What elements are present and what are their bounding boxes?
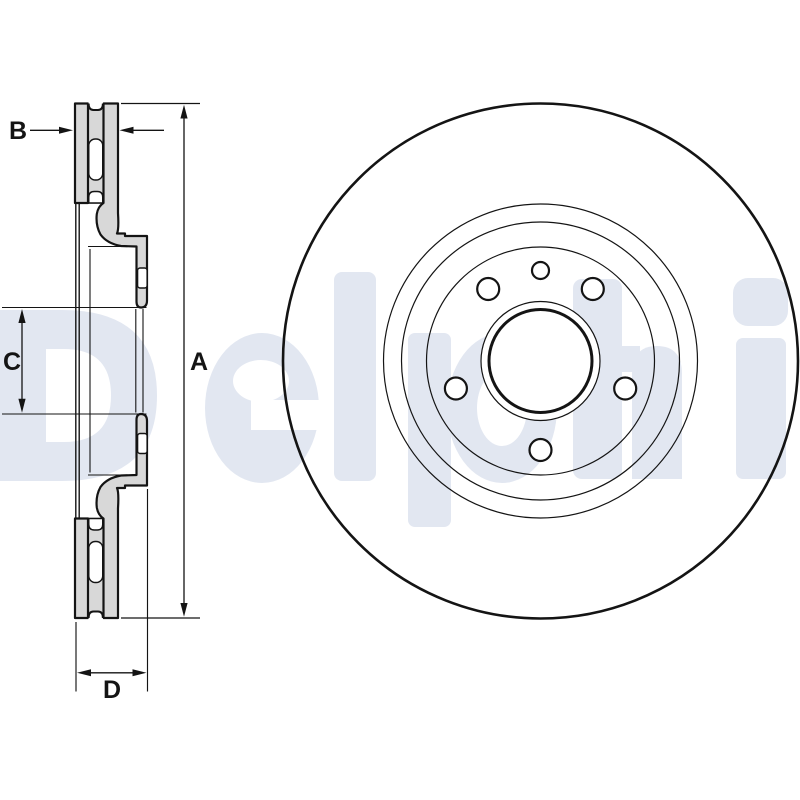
bolt-hole (580, 276, 605, 302)
cross-section-view (73, 102, 149, 620)
front-view (281, 102, 800, 620)
top-edge-notch (87, 103, 104, 111)
watermark-letter-l (334, 272, 376, 481)
vent-slot (88, 540, 104, 584)
bolt-hole (528, 437, 553, 463)
dimension-label-d: D (103, 676, 121, 704)
watermark-letter-p (408, 333, 451, 527)
friction-ring-circle-1 (382, 203, 699, 519)
pilot-hole (530, 260, 551, 281)
vent-slot-open (88, 190, 104, 204)
watermark-letter-i (733, 278, 788, 326)
section-bottom-half (73, 412, 149, 620)
arrowhead (59, 126, 73, 134)
arrowhead (119, 126, 134, 134)
arrowhead (18, 398, 26, 413)
bolt-hole (613, 376, 638, 401)
outboard-plate (73, 102, 90, 205)
dimension-D: D (75, 489, 149, 704)
inboard-plate-neck-hat (95, 412, 149, 620)
vent-slot-open (88, 517, 104, 531)
dimension-label-b: B (9, 117, 27, 145)
hat-edge-circle (425, 246, 656, 476)
dimension-A: A (121, 102, 208, 619)
bolt-hole (476, 276, 501, 302)
arrowhead (77, 669, 91, 677)
bottom-edge-notch (87, 610, 104, 619)
arrowhead (132, 669, 147, 677)
disc-outer-edge (281, 102, 800, 620)
dimension-C: C (2, 306, 147, 415)
bolt-hole (443, 376, 468, 401)
dimension-B: B (9, 117, 164, 145)
arrowhead (180, 603, 188, 617)
hat-bolt-hole-slot (136, 267, 148, 289)
arrowhead (180, 104, 188, 119)
section-top-half (73, 102, 149, 309)
hat-bolt-hole-slot (136, 432, 148, 455)
center-bore (487, 308, 594, 414)
outboard-plate (73, 517, 90, 620)
vent-slot (88, 138, 104, 181)
friction-ring-circle-2 (400, 221, 681, 501)
dimension-label-a: A (190, 348, 208, 376)
arrowhead (18, 309, 26, 323)
dimension-label-c: C (3, 348, 21, 376)
inboard-plate-neck-hat (95, 102, 149, 309)
